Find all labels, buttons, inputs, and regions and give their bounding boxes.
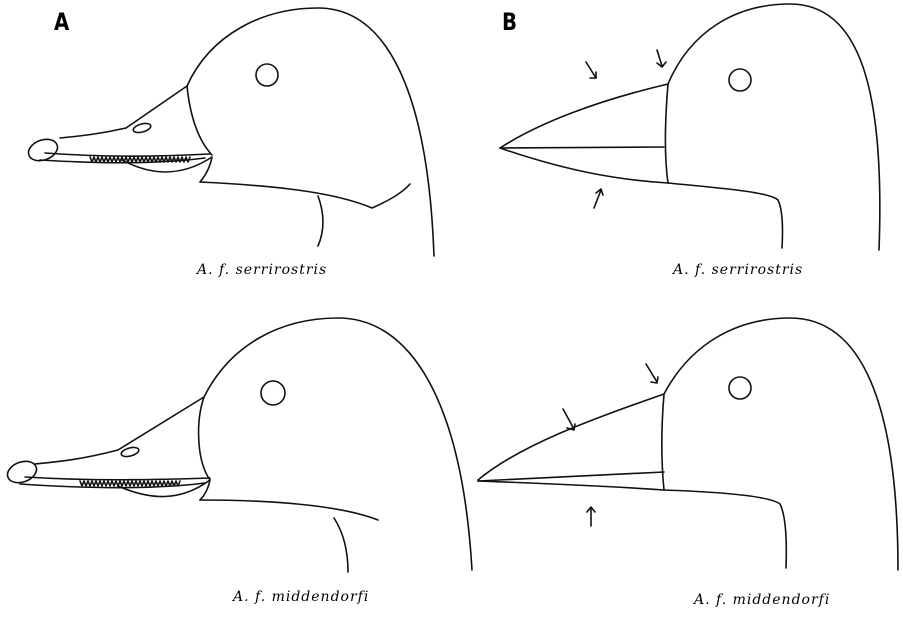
goose-head-b-serrirostris (500, 4, 880, 250)
arrow-chin (587, 507, 595, 526)
goose-head-b-middendorfi (478, 318, 898, 570)
caption-b-top: A. f. serrirostris (673, 262, 803, 278)
goose-head-a-middendorfi (4, 318, 472, 572)
eye (729, 377, 751, 399)
eye (256, 64, 278, 86)
arrow-culmen-1 (563, 409, 575, 430)
upper-mandible-edge (25, 477, 210, 480)
arrow-culmen-1 (586, 62, 596, 78)
head-outline (204, 318, 472, 570)
crown-to-bill-line (126, 86, 187, 128)
eye (729, 69, 751, 91)
serrations (80, 481, 180, 486)
bill-base (665, 84, 668, 183)
goose-head-a-serrirostris (25, 8, 434, 256)
bill-commissure (500, 147, 664, 148)
nostril (132, 122, 151, 134)
bill-culmen (478, 394, 664, 480)
serrations (90, 157, 190, 162)
arrow-culmen-2 (657, 50, 666, 67)
bill-lower-edge (478, 481, 664, 490)
caption-b-bottom: A. f. middendorfi (694, 592, 830, 608)
bill-base (199, 397, 210, 480)
head-outline (187, 8, 434, 256)
bill-culmen (35, 450, 118, 464)
bill-lower-edge (500, 148, 668, 183)
neck-line (318, 196, 323, 246)
bill-base (187, 86, 212, 155)
throat-line (664, 490, 786, 568)
head-outline (664, 318, 898, 570)
throat-line (200, 182, 410, 208)
crown-to-bill-line (118, 397, 204, 450)
upper-mandible-edge (45, 153, 210, 156)
throat-line (200, 500, 378, 520)
caption-a-top: A. f. serrirostris (197, 262, 327, 278)
arrow-chin (594, 189, 603, 208)
nail (4, 457, 39, 486)
caption-a-bottom: A. f. middendorfi (233, 589, 369, 605)
neck-line (334, 518, 348, 572)
eye (261, 381, 285, 405)
bill-culmen (500, 84, 668, 148)
bill-base (662, 394, 664, 490)
head-outline (668, 4, 880, 250)
throat-line (668, 183, 783, 248)
arrow-culmen-2 (646, 364, 658, 383)
bill-commissure (478, 472, 664, 481)
bill-culmen (60, 128, 126, 138)
